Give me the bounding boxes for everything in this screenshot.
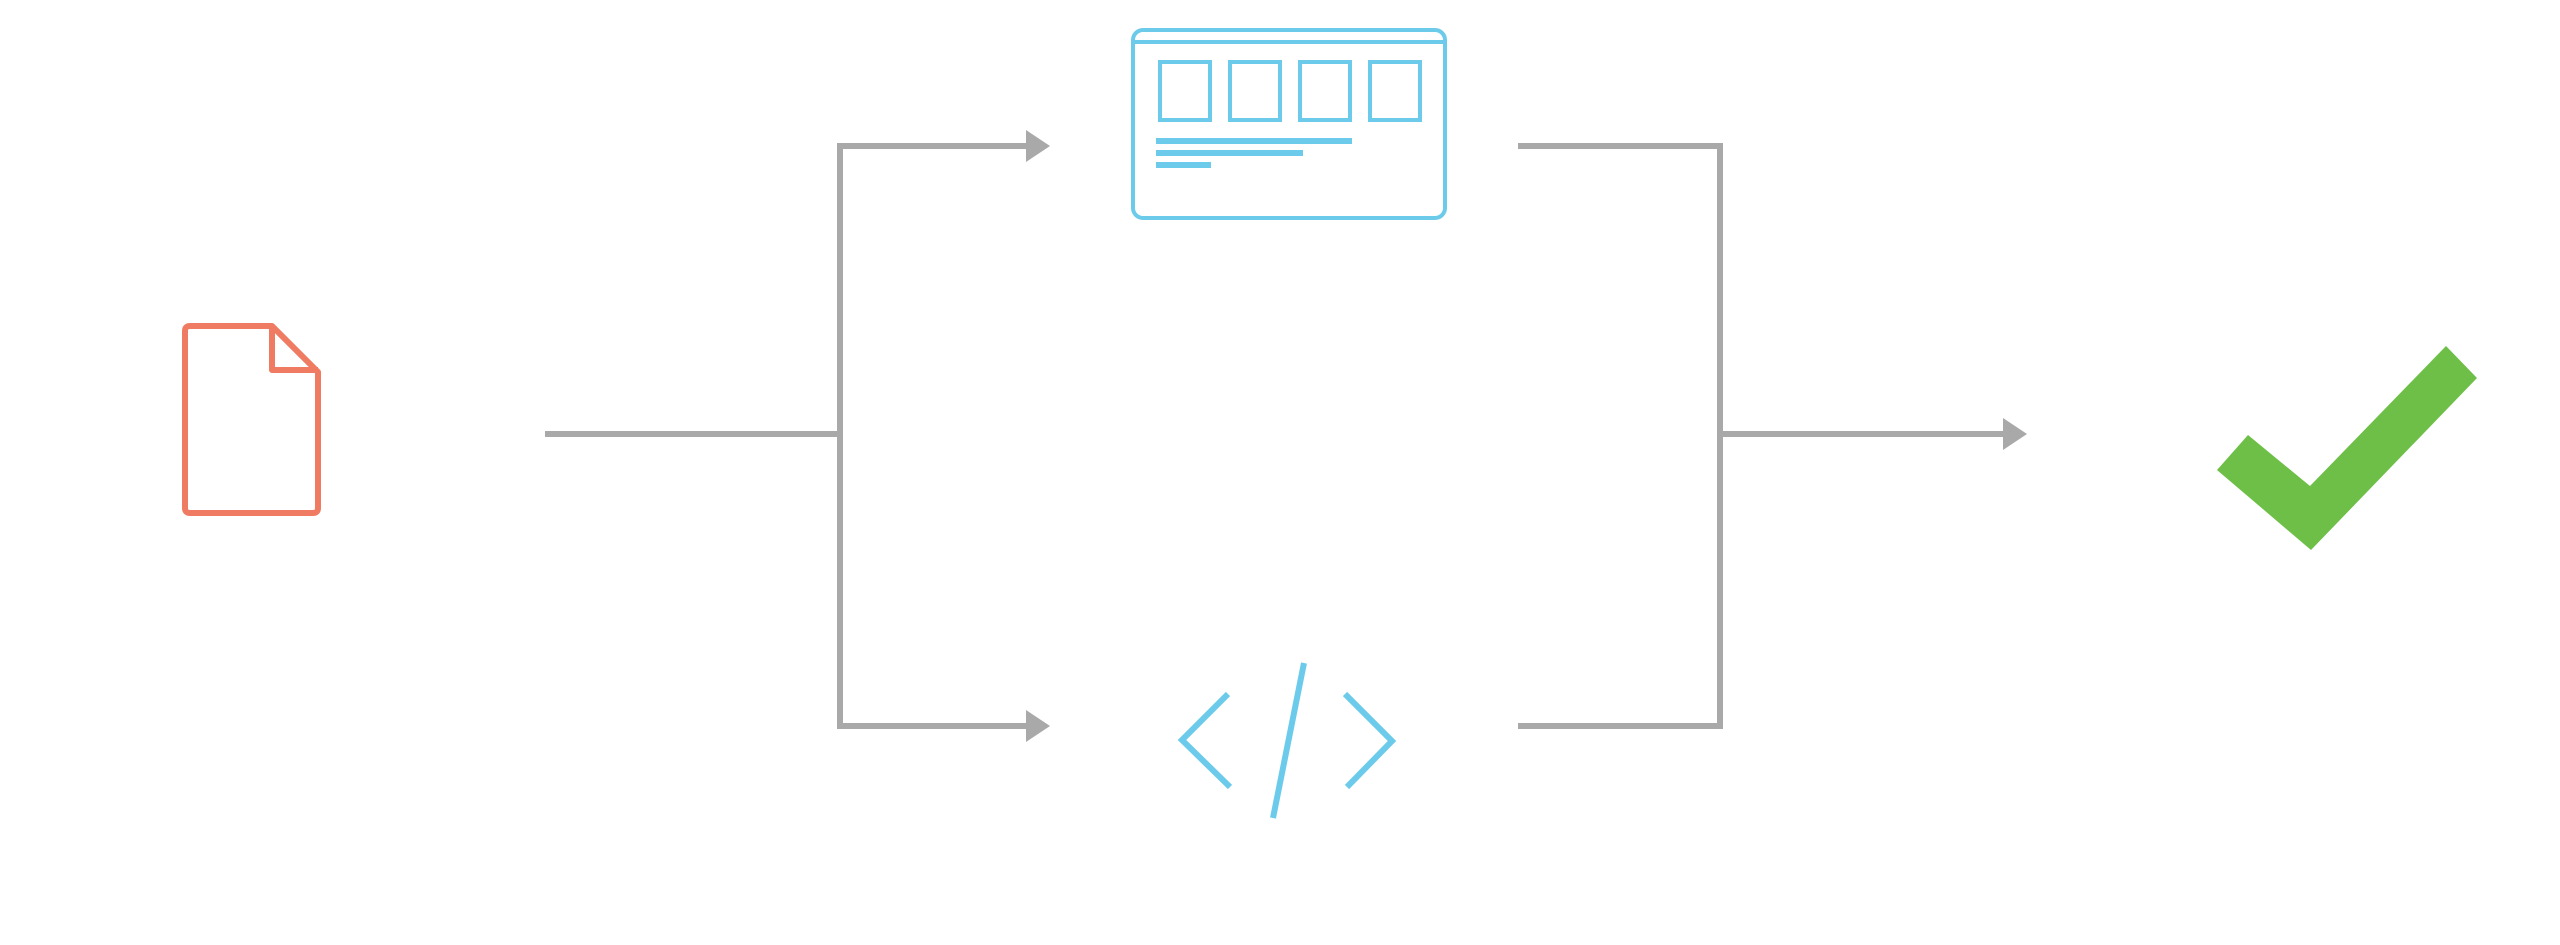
web-page-tile-row — [1158, 60, 1422, 122]
arrow-to-web-page — [1000, 130, 1050, 162]
web-page-text-lines — [1156, 138, 1352, 168]
arrow-to-code — [1000, 710, 1050, 742]
checkmark-icon — [2217, 346, 2477, 550]
code-icon — [1177, 662, 1397, 819]
connector-split-bar — [837, 143, 1035, 729]
web-page-icon — [1131, 28, 1447, 220]
document-icon — [182, 323, 321, 516]
connector-merge-bar — [1518, 143, 1723, 729]
arrow-to-result — [1720, 418, 2027, 450]
